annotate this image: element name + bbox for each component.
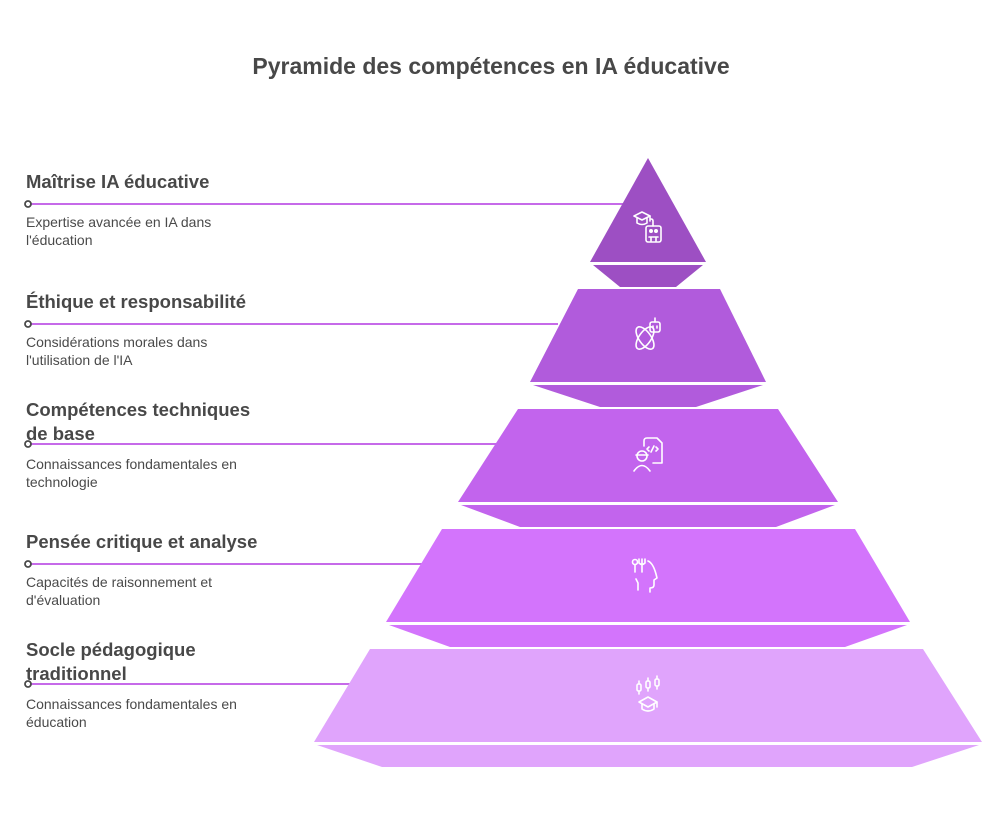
level-item-4: Pensée critique et analyse Capacités de … [26,530,276,609]
level-item-3: Compétences techniques de base Connaissa… [26,398,276,491]
level-description: Connaissances fondamentales en technolog… [26,455,276,491]
page-title: Pyramide des compétences en IA éducative [252,53,730,79]
utensils-head-icon [631,558,658,593]
level-description-line: l'éducation [26,232,93,248]
level-item-2: Éthique et responsabilité Considérations… [26,290,276,369]
pyramid-level-4 [386,529,910,647]
level-description: Connaissances fondamentales en éducation [26,695,276,731]
engineer-code-document-icon [633,437,663,472]
level-item-1: Maîtrise IA éducative Expertise avancée … [26,170,276,249]
level-title: Compétences techniques [26,399,251,420]
level-description: Expertise avancée en IA dans l'éducation [26,213,276,249]
connector-lines [30,203,624,685]
level-description-line: Connaissances fondamentales en [26,696,237,712]
level-description-line: l'utilisation de l'IA [26,352,133,368]
graduation-cap-robot-icon [633,211,662,243]
level-description: Considérations morales dans l'utilisatio… [26,333,276,369]
level-description-line: Expertise avancée en IA dans [26,214,212,230]
level-description-line: Capacités de raisonnement et [26,574,212,590]
level-description-line: technologie [26,474,98,490]
pyramid-level-1 [590,158,706,287]
pyramid-level-5 [314,649,982,767]
level-title: Socle pédagogique [26,639,196,660]
level-item-5: Socle pédagogique traditionnel Connaissa… [26,638,276,731]
level-title: Éthique et responsabilité [26,291,246,312]
level-description-line: d'évaluation [26,592,101,608]
level-title: Maîtrise IA éducative [26,171,210,192]
level-title: Pensée critique et analyse [26,531,258,552]
atom-robot-icon [635,317,661,350]
level-title-line2: de base [26,423,95,444]
level-description-line: Connaissances fondamentales en [26,456,237,472]
candlestick-graduation-cap-icon [636,675,660,712]
connector-dots [24,200,32,688]
level-description-line: Considérations morales dans [26,334,208,350]
level-description: Capacités de raisonnement et d'évaluatio… [26,573,276,609]
level-description-line: éducation [26,714,87,730]
pyramid-level-2 [530,289,766,407]
level-title-line2: traditionnel [26,663,127,684]
